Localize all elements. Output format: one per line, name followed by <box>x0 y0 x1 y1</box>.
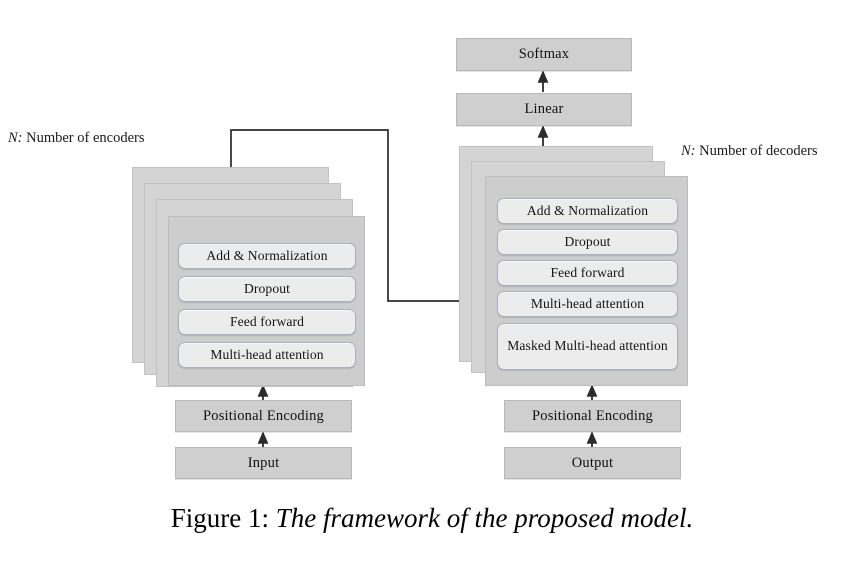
output-box: Output <box>504 447 681 479</box>
encoder-block-multi-head-attention: Multi-head attention <box>178 342 356 368</box>
figure-caption-prefix: Figure 1: <box>170 503 270 533</box>
encoder-count-label: N: Number of encoders <box>8 130 145 147</box>
decoder-block-masked-multi-head-attention: Masked Multi-head attention <box>497 323 678 370</box>
softmax-label: Softmax <box>518 46 570 62</box>
decoder-positional-encoding-box: Positional Encoding <box>504 400 681 432</box>
encoder-block-dropout: Dropout <box>178 276 356 302</box>
softmax-box: Softmax <box>456 38 632 71</box>
figure-caption: Figure 1: The framework of the proposed … <box>0 503 864 534</box>
positional-encoding-label: Positional Encoding <box>202 407 324 424</box>
encoder-block-label: Add & Normalization <box>206 248 328 264</box>
input-label: Input <box>247 454 280 471</box>
encoder-n-symbol: N: <box>8 130 23 146</box>
encoder-block-feed-forward: Feed forward <box>178 309 356 335</box>
encoder-block-label: Multi-head attention <box>210 347 324 363</box>
figure-caption-text: The framework of the proposed model. <box>275 503 694 533</box>
decoder-n-symbol: N: <box>681 143 696 159</box>
decoder-block-multi-head-attention: Multi-head attention <box>497 291 678 317</box>
positional-encoding-label: Positional Encoding <box>531 407 653 424</box>
decoder-block-dropout: Dropout <box>497 229 678 255</box>
decoder-block-feed-forward: Feed forward <box>497 260 678 286</box>
encoder-count-text: Number of encoders <box>22 130 145 146</box>
input-box: Input <box>175 447 352 479</box>
decoder-count-text: Number of decoders <box>695 143 818 159</box>
decoder-block-label: Multi-head attention <box>530 296 645 312</box>
decoder-block-label: Dropout <box>564 234 611 250</box>
decoder-block-label: Add & Normalization <box>526 203 649 219</box>
linear-box: Linear <box>456 93 632 126</box>
encoder-block-label: Dropout <box>243 281 290 297</box>
encoder-positional-encoding-box: Positional Encoding <box>175 400 352 432</box>
encoder-block-add-normalization: Add & Normalization <box>178 243 356 269</box>
linear-label: Linear <box>524 101 564 117</box>
decoder-sheet-1: Add & Normalization Dropout Feed forward… <box>485 176 688 386</box>
decoder-count-label: N: Number of decoders <box>681 143 818 160</box>
output-label: Output <box>571 454 614 471</box>
decoder-block-add-normalization: Add & Normalization <box>497 198 678 224</box>
decoder-block-label: Masked Multi-head attention <box>507 338 668 354</box>
encoder-sheet-1: Add & Normalization Dropout Feed forward… <box>168 216 365 386</box>
encoder-block-label: Feed forward <box>229 314 305 330</box>
decoder-block-label: Feed forward <box>550 265 625 281</box>
